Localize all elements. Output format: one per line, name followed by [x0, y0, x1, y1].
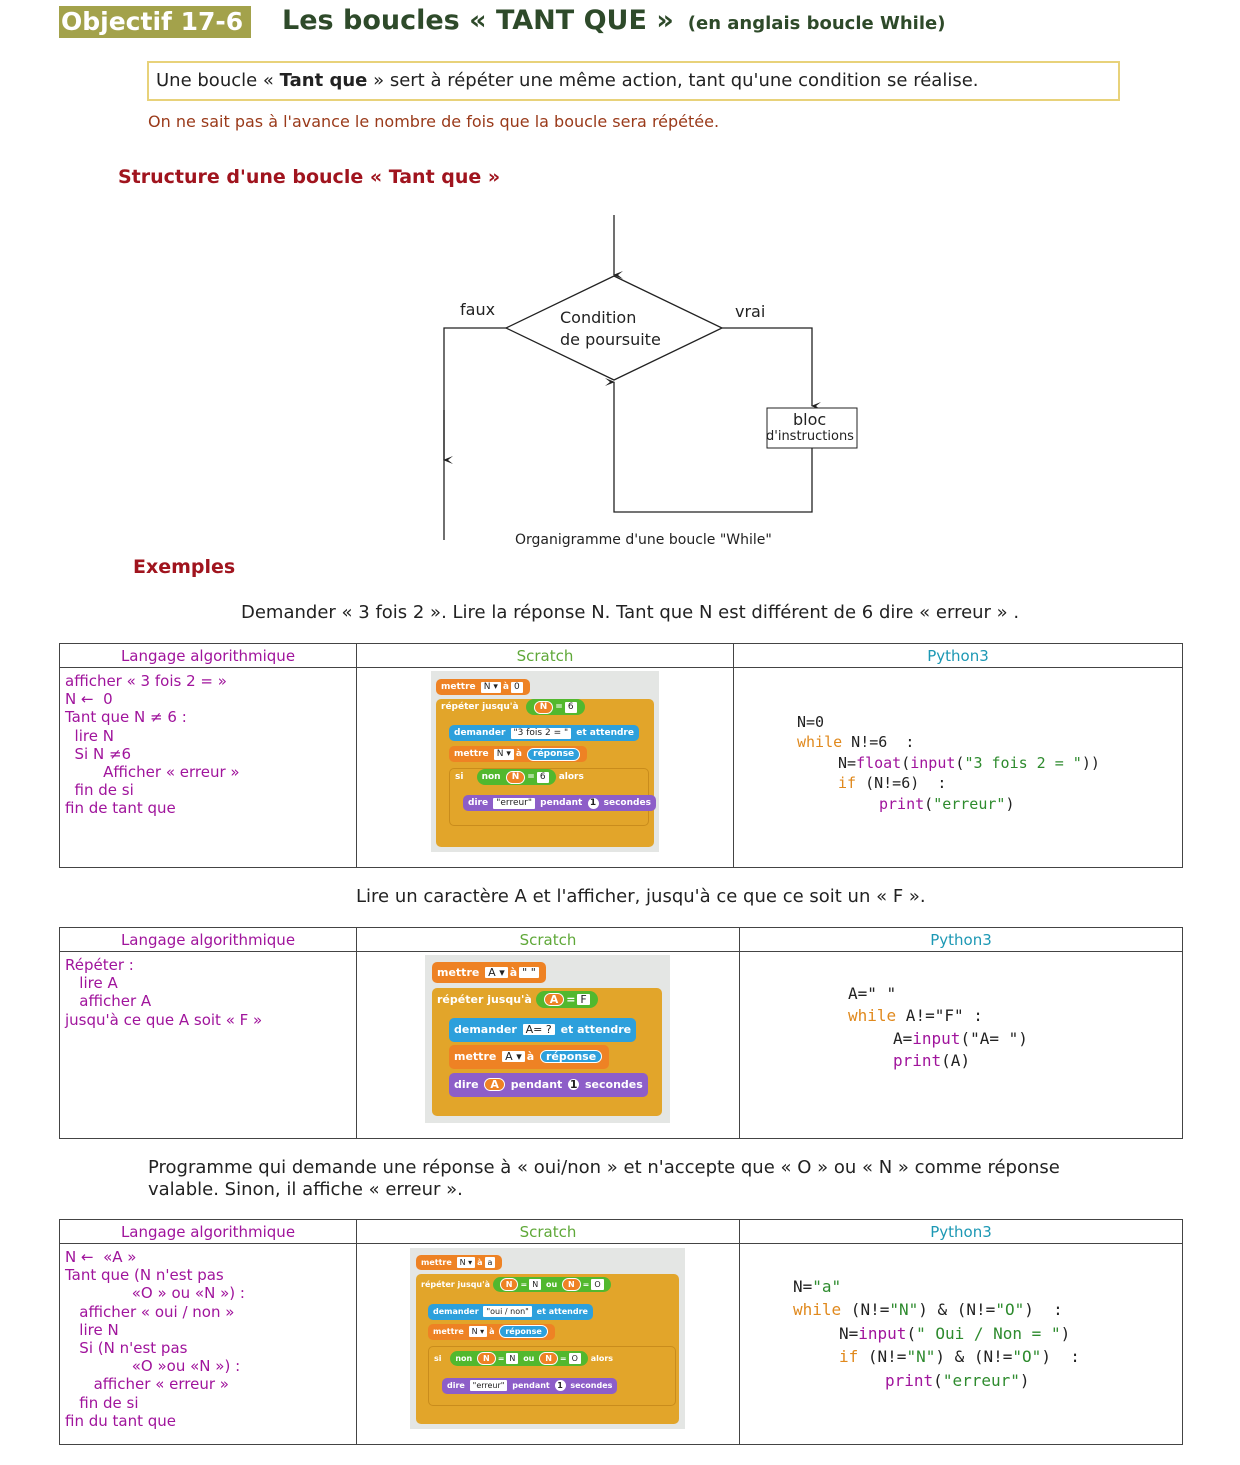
- py1-line1: N=0: [797, 712, 825, 731]
- py3-line1: N="a": [793, 1276, 842, 1296]
- py1-line2: while N!=6 :: [797, 733, 915, 752]
- flowchart-caption: Organigramme d'une boucle "While": [515, 532, 772, 548]
- condition-diamond: [504, 275, 724, 381]
- block-label-2: d'instructions: [766, 429, 854, 444]
- example2-intro: Lire un caractère A et l'afficher, jusqu…: [356, 886, 926, 907]
- example2-header-algo: Langage algorithmique: [59, 927, 357, 952]
- examples-heading: Exemples: [133, 556, 236, 578]
- example1-header-python: Python3: [733, 643, 1183, 668]
- objective-badge: Objectif 17-6: [59, 6, 252, 38]
- true-label: vrai: [735, 302, 766, 321]
- py3-line3: N=input(" Oui / Non = "): [839, 1323, 1071, 1343]
- ex3-block-set-answer: mettre N ▾à réponse: [428, 1324, 555, 1340]
- py2-line3: A=input("A= "): [893, 1028, 1028, 1048]
- example3-intro: Programme qui demande une réponse à « ou…: [148, 1157, 1060, 1201]
- definition-before: Une boucle «: [156, 70, 280, 91]
- title-text: Les boucles « TANT QUE »: [282, 5, 674, 36]
- py1-line5: print("erreur"): [879, 794, 1015, 813]
- definition-after: » sert à répéter une même action, tant q…: [367, 70, 979, 91]
- flowchart-diagram: [443, 215, 858, 540]
- example3-header-algo: Langage algorithmique: [59, 1219, 357, 1244]
- condition-label-1: Condition: [560, 308, 637, 327]
- ex2-block-set: mettre A ▾à" ": [432, 962, 546, 983]
- ex3-block-say: dire "erreur" pendant 1 secondes: [442, 1378, 618, 1394]
- ex1-block-set-answer: mettre N ▾à réponse: [449, 746, 588, 762]
- py3-line2: while (N!="N") & (N!="O") :: [793, 1300, 1063, 1319]
- py1-line4: if (N!=6) :: [838, 774, 947, 793]
- example2-algorithm: Répéter : lire A afficher A jusqu'à ce q…: [65, 956, 263, 1029]
- example3-intro-line1: Programme qui demande une réponse à « ou…: [148, 1157, 1060, 1178]
- py2-line2: while A!="F" :: [848, 1006, 983, 1025]
- example3-algorithm: N ← «A » Tant que (N n'est pas «O » ou «…: [65, 1248, 245, 1430]
- instruction-block: [766, 407, 858, 449]
- py1-line3: N=float(input("3 fois 2 = ")): [838, 753, 1100, 772]
- example1-intro: Demander « 3 fois 2 ». Lire la réponse N…: [241, 602, 1020, 623]
- example2-python-code: A=" " while A!="F" : A=input("A= ") print(A…: [848, 960, 1028, 1095]
- ex2-block-set-answer: mettre A ▾à réponse: [449, 1045, 610, 1069]
- py3-line4: if (N!="N") & (N!="O") :: [839, 1347, 1080, 1366]
- true-branch-arrow: [722, 327, 821, 410]
- example1-python-code: N=0 while N!=6 :N=float(input("3 fois 2 =…: [797, 691, 1100, 835]
- example3-header-scratch: Scratch: [356, 1219, 740, 1244]
- false-label: faux: [460, 300, 496, 319]
- title-subtitle: (en anglais boucle While): [687, 13, 946, 34]
- condition-label-2: de poursuite: [560, 330, 661, 349]
- loop-back-arrow: [605, 378, 813, 513]
- ex1-block-ask: demander "3 fois 2 = " et attendre: [449, 725, 639, 741]
- example1-header-scratch: Scratch: [356, 643, 734, 668]
- example3-intro-line2: valable. Sinon, il affiche « erreur ».: [148, 1179, 463, 1200]
- ex3-block-ask: demander "oui / non" et attendre: [428, 1304, 593, 1320]
- example2-scratch-image: mettre A ▾à" " répéter jusqu'à A=F deman…: [425, 955, 670, 1123]
- page-title: Les boucles « TANT QUE » (en anglais bouc…: [282, 4, 945, 41]
- ex3-block-if: si non N=N ou N=O alors: [428, 1346, 676, 1406]
- example1-algorithm: afficher « 3 fois 2 = » N ← 0 Tant que N…: [65, 672, 240, 818]
- ex2-block-say: dire A pendant 1 secondes: [449, 1073, 648, 1097]
- ex1-block-say: dire "erreur" pendant 1 secondes: [463, 795, 656, 811]
- note-text: On ne sait pas à l'avance le nombre de f…: [148, 112, 720, 131]
- definition-box: Une boucle « Tant que » sert à répéter u…: [147, 61, 1120, 101]
- example2-header-scratch: Scratch: [356, 927, 740, 952]
- py2-line4: print(A): [893, 1051, 971, 1070]
- false-branch-line: [443, 327, 506, 540]
- example3-python-code: N="a" while (N!="N") & (N!="O") : N=input(…: [793, 1251, 1080, 1416]
- block-label-1: bloc: [793, 410, 827, 429]
- py3-line5: print("erreur"): [885, 1370, 1030, 1390]
- py2-line1: A=" ": [848, 983, 897, 1003]
- example1-header-algo: Langage algorithmique: [59, 643, 357, 668]
- ex2-block-ask: demander A= ? et attendre: [449, 1018, 637, 1042]
- structure-heading: Structure d'une boucle « Tant que »: [118, 166, 501, 188]
- definition-bold: Tant que: [279, 70, 368, 91]
- example3-header-python: Python3: [739, 1219, 1183, 1244]
- example2-header-python: Python3: [739, 927, 1183, 952]
